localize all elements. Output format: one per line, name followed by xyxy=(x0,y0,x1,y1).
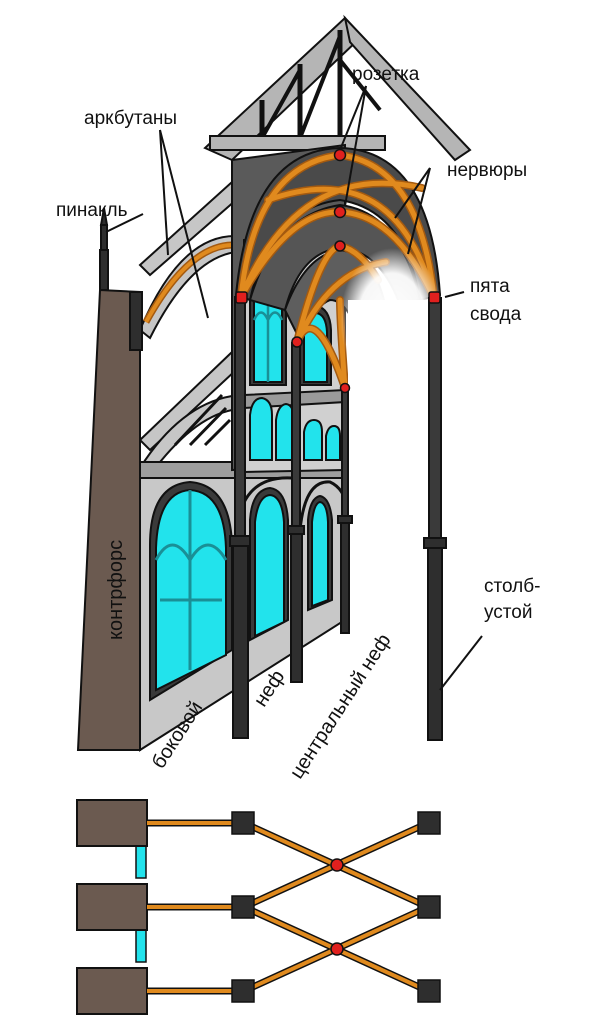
plan-flying-buttresses xyxy=(147,819,233,995)
label-nervyury: нервюры xyxy=(447,160,527,181)
node-springing-mid xyxy=(291,336,303,348)
vault-nodes xyxy=(235,148,441,394)
label-arkbutany: аркбутаны xyxy=(84,108,177,129)
triforium-windows xyxy=(249,396,341,461)
node-boss-2 xyxy=(333,205,347,219)
roof-truss xyxy=(203,14,472,162)
node-boss-1 xyxy=(333,148,347,162)
label-svoda: свода xyxy=(470,304,522,325)
flying-buttress-lower xyxy=(138,350,238,477)
leader-lines xyxy=(105,85,483,691)
node-springing-back xyxy=(339,382,351,394)
plan-columns xyxy=(231,811,441,1003)
aisle-window-3 xyxy=(307,494,333,612)
label-ustoy: устой xyxy=(484,602,532,623)
plan-bosses xyxy=(330,858,344,956)
node-boss-3 xyxy=(334,240,346,252)
plan-view xyxy=(76,799,441,1015)
plan-ribs xyxy=(240,819,432,995)
node-springing-left xyxy=(235,291,248,304)
label-stolb: столб- xyxy=(484,576,540,597)
label-kontrfors: контрфорс xyxy=(105,540,127,640)
buttress xyxy=(76,207,143,751)
aisle-window-large xyxy=(149,480,233,702)
flying-buttress-upper xyxy=(138,180,238,340)
label-rozetka: розетка xyxy=(352,64,420,85)
aisle-window-2 xyxy=(249,486,289,642)
label-pinakl: пинакль xyxy=(56,200,128,221)
plan-buttresses xyxy=(76,799,148,1015)
label-pyata: пята xyxy=(470,276,510,297)
node-springing-right xyxy=(428,291,441,304)
cutaway-clear xyxy=(348,300,430,740)
